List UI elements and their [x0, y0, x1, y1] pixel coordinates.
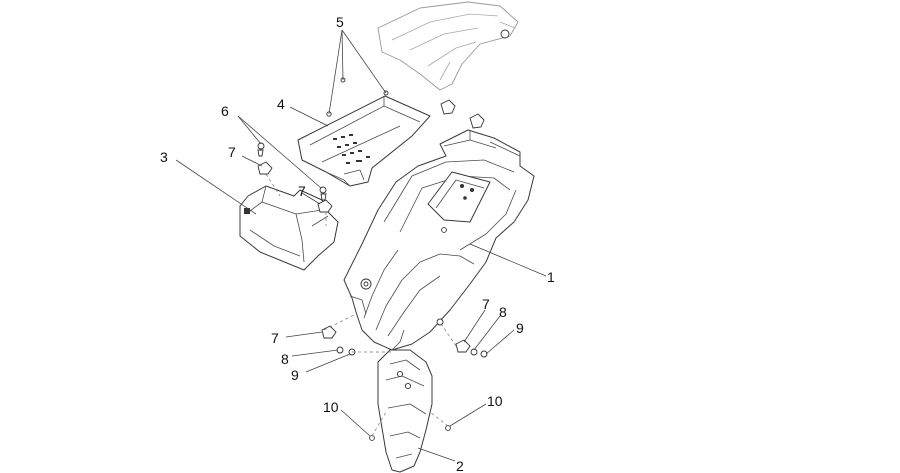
- tray-slots: [333, 134, 370, 164]
- callout-2: 2: [456, 458, 464, 473]
- callout-8-lower-right: 8: [499, 304, 507, 320]
- callout-7-lower-right: 7: [482, 296, 490, 312]
- callout-7-holder-right: 7: [298, 183, 306, 199]
- part-4-tray: [297, 95, 431, 187]
- callout-9-lower-right: 9: [516, 320, 524, 336]
- callout-9-lower-left: 9: [291, 367, 299, 383]
- part-3-box-holder: [239, 185, 339, 271]
- leader-lines: [175, 29, 547, 462]
- callout-7-lower-left: 7: [271, 330, 279, 346]
- callout-4: 4: [277, 96, 285, 112]
- assembly-lines: [265, 173, 457, 437]
- part-1-mudguard: [343, 129, 535, 351]
- upper-frame-part: [377, 1, 519, 91]
- part-2-mudflap: [369, 349, 451, 473]
- callout-labels: 1 2 3 4 5 6 7 7 7 7 8 8 9 9 10 10: [160, 14, 555, 473]
- callout-5: 5: [336, 14, 344, 30]
- callout-10-left: 10: [323, 399, 339, 415]
- callout-8-lower-left: 8: [281, 351, 289, 367]
- callout-7-holder-left: 7: [228, 144, 236, 160]
- callout-6: 6: [221, 103, 229, 119]
- frame-clips: [440, 99, 485, 129]
- callout-3: 3: [160, 149, 168, 165]
- callout-10-right: 10: [487, 393, 503, 409]
- callout-1: 1: [547, 269, 555, 285]
- holder-fasteners: [257, 142, 333, 213]
